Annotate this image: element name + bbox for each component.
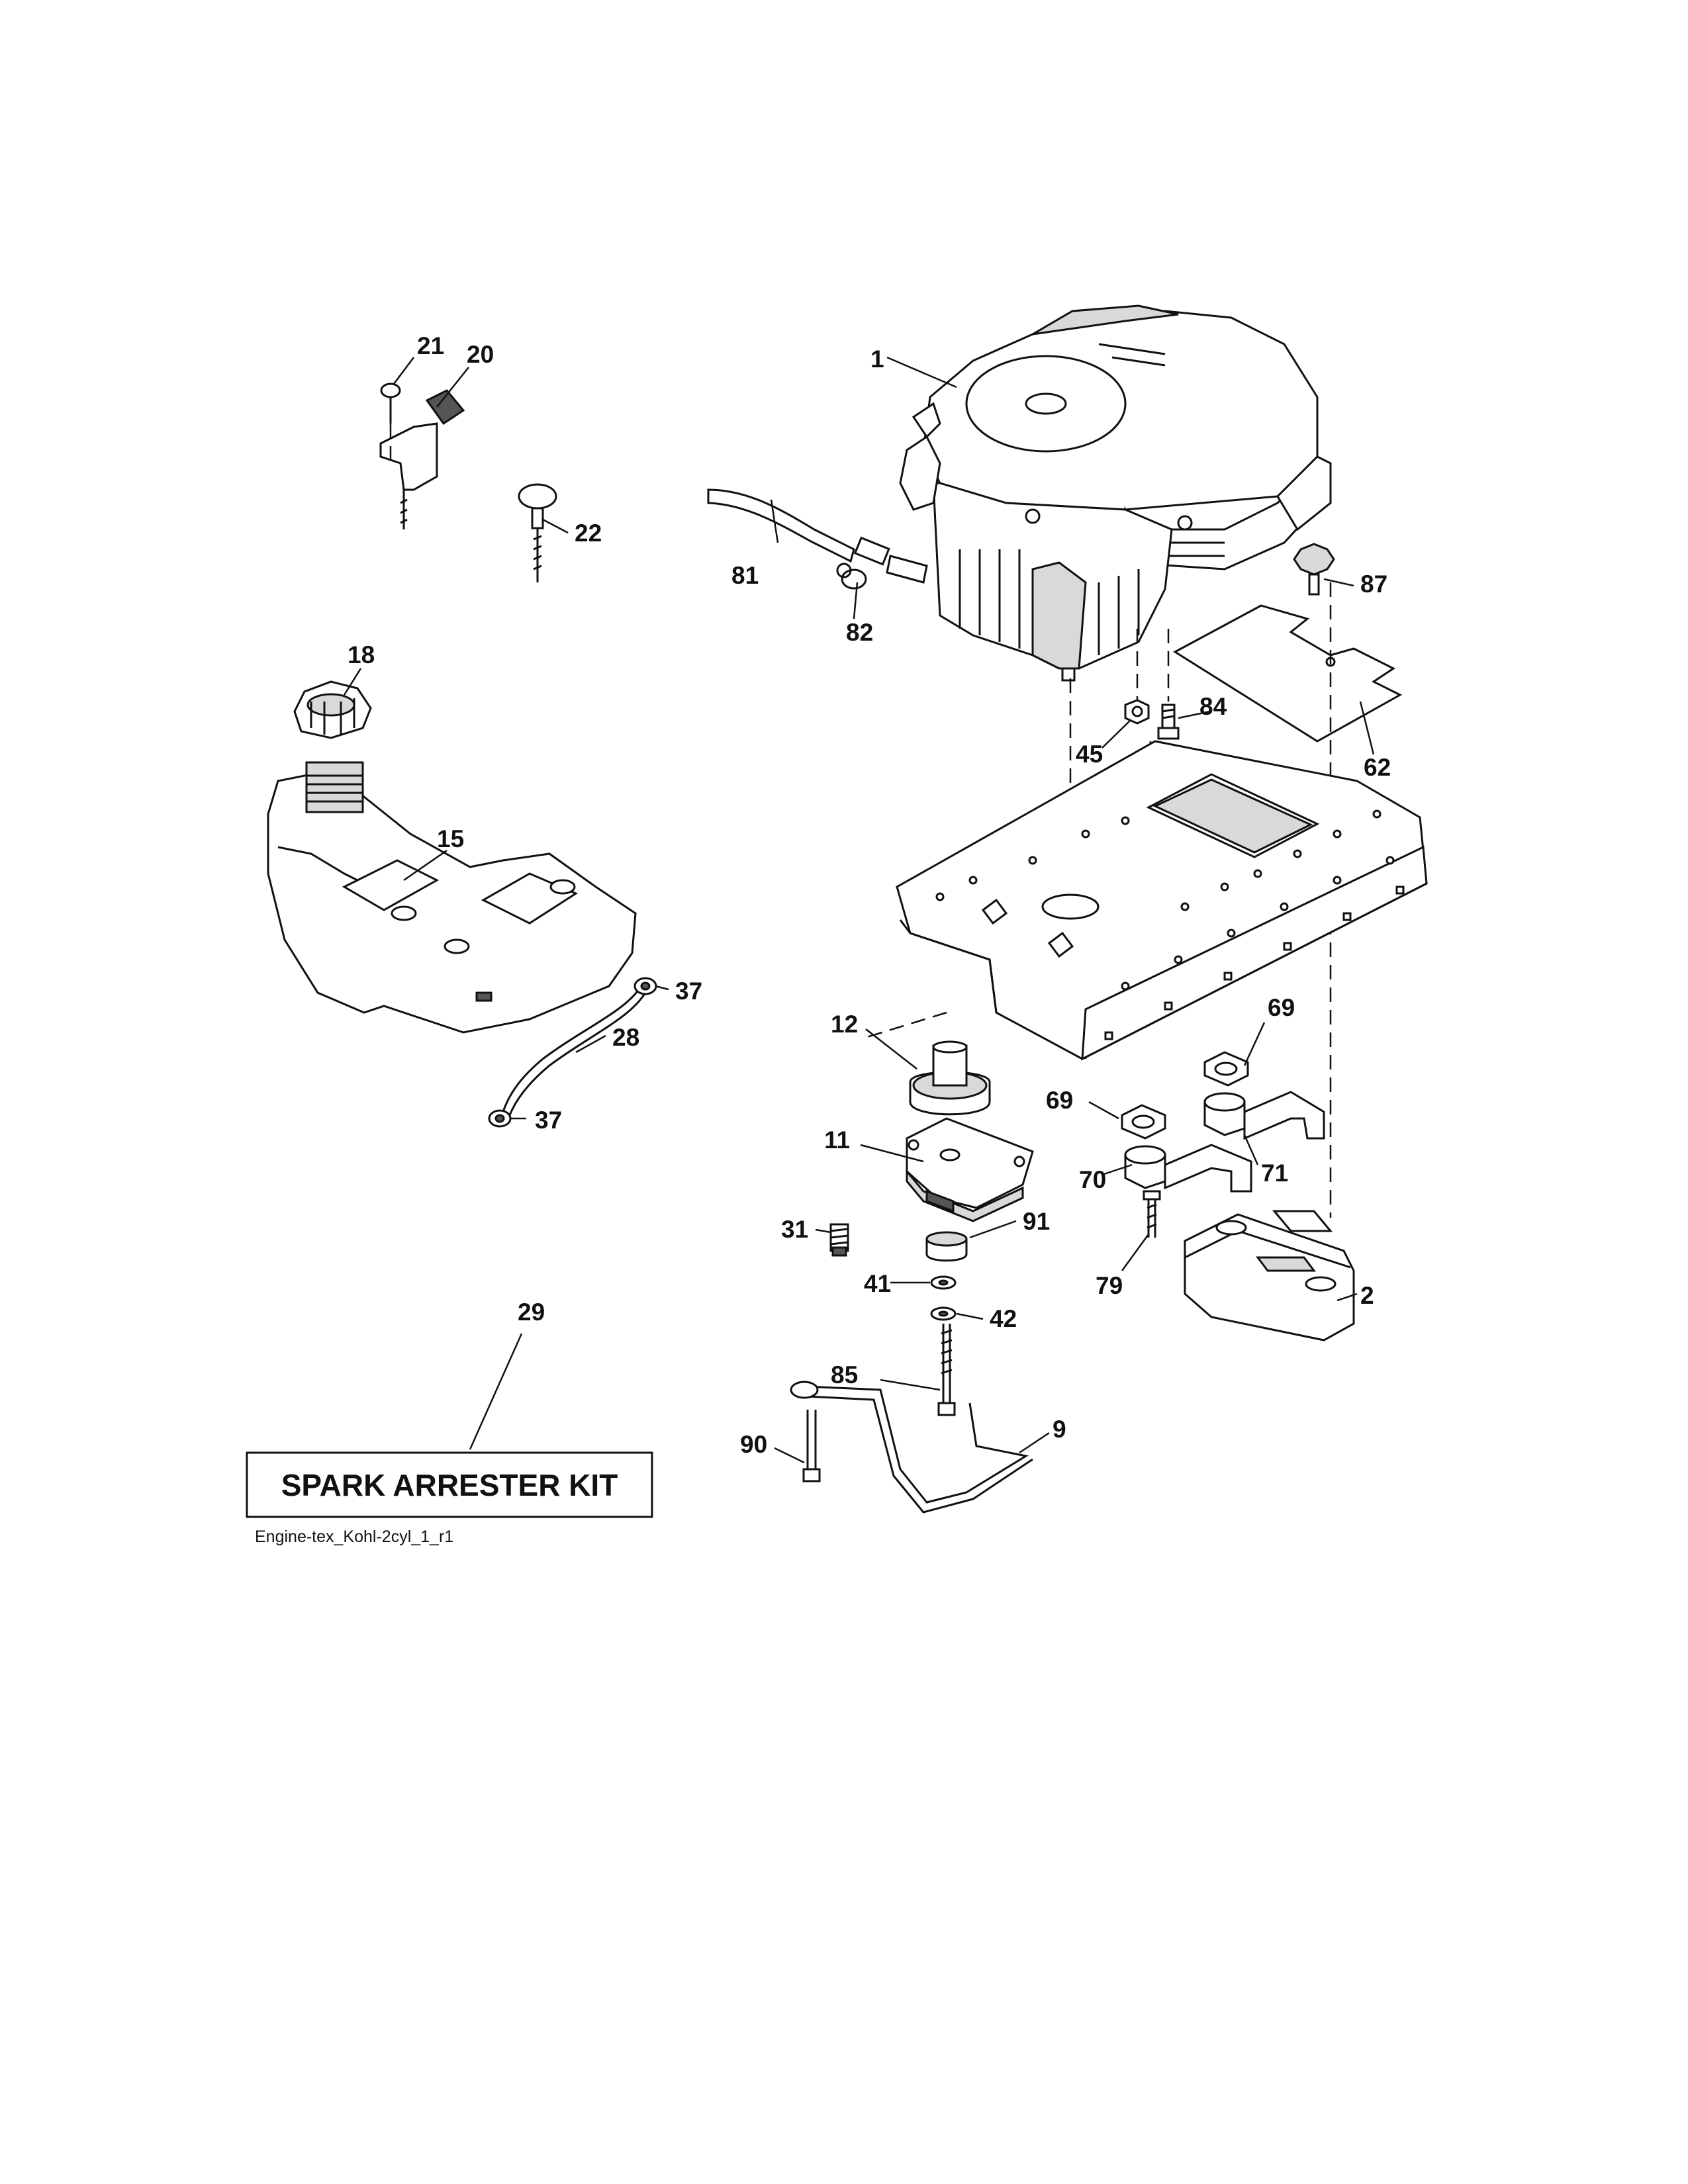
callout-91: 91: [1023, 1208, 1050, 1235]
gasket-part-69-right: [1203, 1051, 1249, 1087]
bolt-part-90: [802, 1410, 821, 1482]
diagram-caption: Engine-tex_Kohl-2cyl_1_r1: [255, 1527, 453, 1546]
clamp-part-37-lower: [488, 1109, 512, 1128]
callout-69-left: 69: [1046, 1087, 1073, 1114]
callout-20: 20: [467, 341, 494, 368]
callout-90: 90: [740, 1431, 767, 1458]
callout-11: 11: [824, 1126, 850, 1154]
callout-84: 84: [1199, 693, 1227, 720]
callout-70: 70: [1079, 1166, 1106, 1193]
callout-15: 15: [437, 825, 464, 852]
exhaust-pipe-part-71: [1203, 1091, 1325, 1140]
setscrew-part-31: [829, 1223, 849, 1257]
clutch-part-11: [906, 1117, 1034, 1222]
gasket-part-69-left: [1121, 1104, 1166, 1140]
heat-shield-part-62: [1173, 604, 1403, 743]
fuel-line-part-28: [502, 989, 647, 1116]
callout-22: 22: [575, 520, 602, 547]
callout-42: 42: [990, 1305, 1017, 1332]
callout-69-right: 69: [1268, 994, 1295, 1021]
callout-12: 12: [831, 1011, 858, 1038]
bolt-part-84: [1157, 704, 1180, 740]
nut-part-45: [1124, 699, 1150, 725]
bracket-rod-part-9: [790, 1381, 1033, 1514]
callout-45: 45: [1076, 741, 1103, 768]
exhaust-pipe-part-70: [1124, 1144, 1252, 1193]
throttle-bracket-part-20: [379, 389, 465, 529]
callout-62: 62: [1364, 754, 1391, 781]
callout-81: 81: [731, 562, 759, 589]
callout-31: 31: [781, 1216, 808, 1243]
spark-arrester-kit-box: SPARK ARRESTER KIT: [246, 1451, 653, 1518]
fuel-line-part-81: [707, 488, 855, 563]
washer-part-41: [930, 1275, 957, 1290]
callout-21: 21: [417, 332, 444, 359]
fuel-tank-part-15: [267, 761, 637, 1034]
callout-85: 85: [831, 1361, 858, 1388]
knob-part-87: [1293, 543, 1335, 596]
callout-37-upper: 37: [675, 978, 702, 1005]
muffler-part-2: [1184, 1210, 1355, 1342]
clamp-part-37-upper: [633, 977, 657, 995]
callout-41: 41: [864, 1270, 891, 1297]
frame-plate: [896, 740, 1428, 1061]
leader-lines: [343, 356, 1375, 1464]
callout-82: 82: [846, 619, 873, 646]
bolt-part-79: [1143, 1190, 1161, 1238]
spacer-part-91: [925, 1231, 968, 1262]
washer-part-42: [930, 1306, 957, 1321]
callout-87: 87: [1360, 570, 1387, 598]
engine-part-1: [899, 304, 1332, 682]
bolt-part-85: [937, 1324, 956, 1416]
knob-part-22: [518, 483, 557, 582]
fuel-cap-part-18: [293, 680, 372, 739]
callout-37-lower: 37: [535, 1107, 562, 1134]
spark-arrester-kit-label: SPARK ARRESTER KIT: [281, 1468, 618, 1502]
callout-71: 71: [1261, 1160, 1288, 1187]
screw-part-21: [380, 383, 401, 463]
callout-labels: 1 2 9 11 12 15 18 20 21 22 28 29 31 37 3…: [348, 332, 1391, 1458]
callout-79: 79: [1096, 1272, 1123, 1299]
pulley-part-12: [909, 1040, 991, 1116]
callout-1: 1: [870, 345, 884, 373]
callout-18: 18: [348, 641, 375, 668]
callout-9: 9: [1053, 1416, 1066, 1443]
callout-2: 2: [1360, 1282, 1374, 1309]
callout-29: 29: [518, 1298, 545, 1326]
callout-28: 28: [612, 1024, 639, 1051]
fuel-fitting-part-82: [836, 536, 928, 590]
